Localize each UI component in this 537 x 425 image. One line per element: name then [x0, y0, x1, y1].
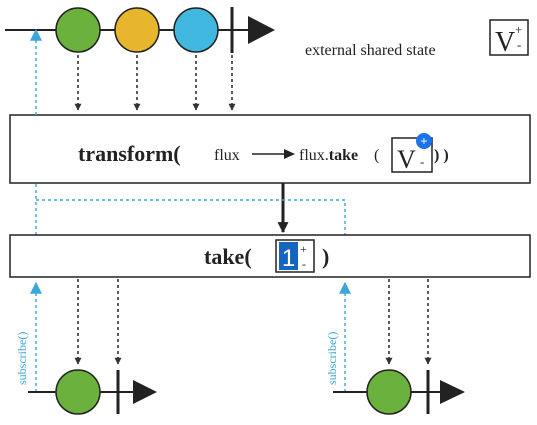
transform-value-symbol: V	[397, 145, 416, 174]
result-timeline-arrowhead-right	[440, 380, 465, 404]
subscription-paths	[30, 28, 346, 235]
take-value: 1	[282, 245, 295, 272]
transform-output-prefix: flux.	[299, 147, 329, 164]
source-marble-blue	[173, 7, 219, 53]
transform-close-parens: ) )	[434, 147, 449, 164]
result-marble-green-right	[366, 369, 412, 415]
subscriber-left: subscribe()	[15, 279, 157, 415]
take-box-frame	[9, 234, 531, 278]
take-operator-box: take( 1 + - )	[9, 234, 531, 278]
result-timeline-arrowhead-left	[133, 380, 157, 404]
plus-badge-label: +	[420, 134, 427, 149]
transform-value-minus: -	[420, 154, 424, 169]
source-marble-yellow	[114, 7, 160, 53]
take-keyword: take(	[204, 244, 252, 269]
source-marble-green	[55, 7, 101, 53]
source-timeline	[5, 7, 275, 53]
shared-state-plus: +	[515, 22, 522, 37]
shared-state-box	[489, 19, 529, 56]
shared-state-symbol: V	[495, 27, 515, 58]
transform-mapping-arrowhead	[284, 149, 295, 159]
transform-output-label: flux.take	[299, 147, 358, 164]
take-close-paren: )	[322, 244, 329, 269]
transform-operator-box: transform( flux flux.take ( V + - ) )	[9, 114, 531, 184]
shared-state-caption: external shared state	[305, 42, 436, 59]
source-to-transform-arrows	[74, 55, 236, 111]
shared-state-minus: -	[517, 37, 521, 52]
external-shared-state: external shared state V + -	[305, 19, 529, 59]
take-value-plus: +	[300, 242, 307, 256]
transform-output-method: take	[329, 147, 358, 164]
take-value-minus: -	[302, 257, 306, 271]
subscribe-label-left: subscribe()	[15, 332, 29, 385]
source-timeline-arrowhead	[248, 16, 275, 44]
result-marble-green-left	[55, 369, 101, 415]
subscribe-path-horizontal	[36, 199, 346, 235]
transform-open-paren: (	[374, 147, 379, 164]
transform-input-label: flux	[214, 147, 240, 164]
plus-badge-icon	[416, 133, 432, 149]
subscribe-label-right: subscribe()	[325, 332, 339, 385]
take-value-highlight	[279, 242, 298, 270]
transform-box-frame	[9, 114, 531, 184]
transform-keyword: transform(	[78, 141, 181, 166]
subscriber-right: subscribe()	[325, 279, 465, 415]
